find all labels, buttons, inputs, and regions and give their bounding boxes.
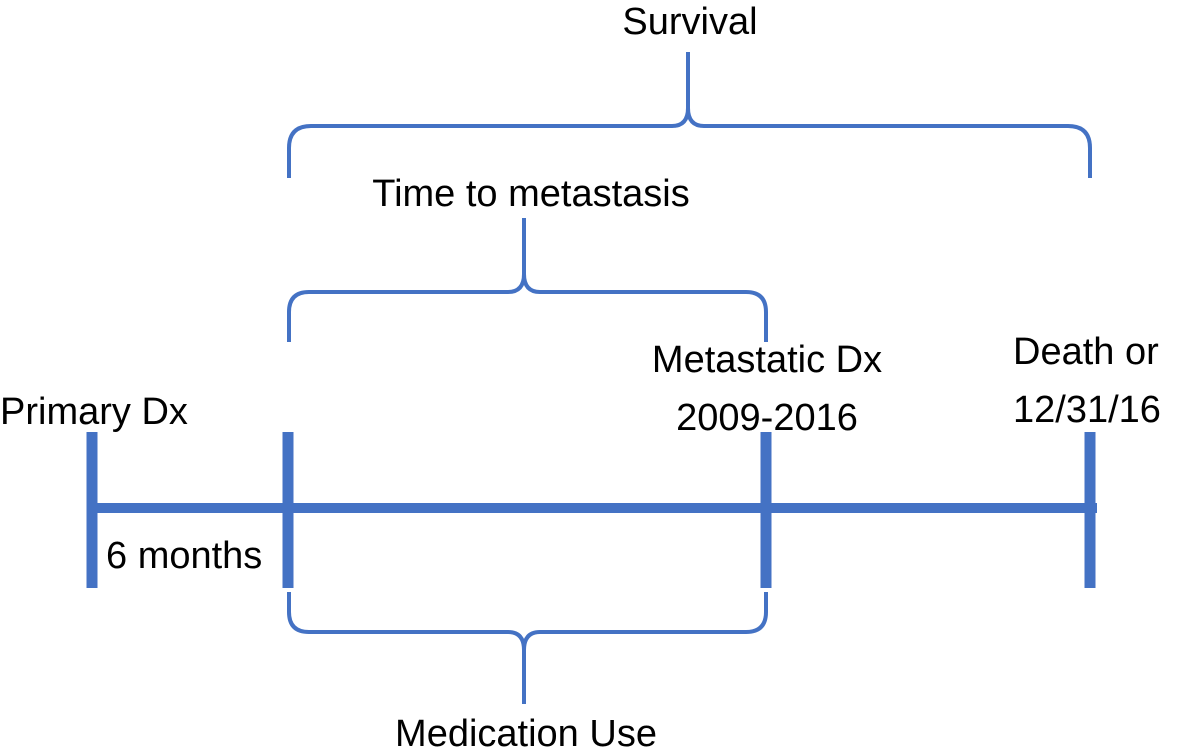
medication-use-bracket bbox=[287, 592, 768, 704]
survival-bracket bbox=[287, 52, 1092, 178]
time-to-metastasis-label: Time to metastasis bbox=[372, 173, 690, 215]
metastatic-dx-label: Metastatic Dx bbox=[651, 339, 883, 381]
medication-use-label: Medication Use bbox=[395, 713, 657, 755]
six-months-label: 6 months bbox=[106, 535, 263, 577]
death-date-label: 12/31/16 bbox=[1013, 389, 1161, 431]
death-label: Death or bbox=[1013, 331, 1159, 373]
survival-label: Survival bbox=[622, 1, 758, 43]
time-to-metastasis-bracket bbox=[287, 218, 768, 342]
metastatic-dx-years-label: 2009-2016 bbox=[676, 397, 858, 439]
primary-dx-label: Primary Dx bbox=[0, 391, 188, 433]
